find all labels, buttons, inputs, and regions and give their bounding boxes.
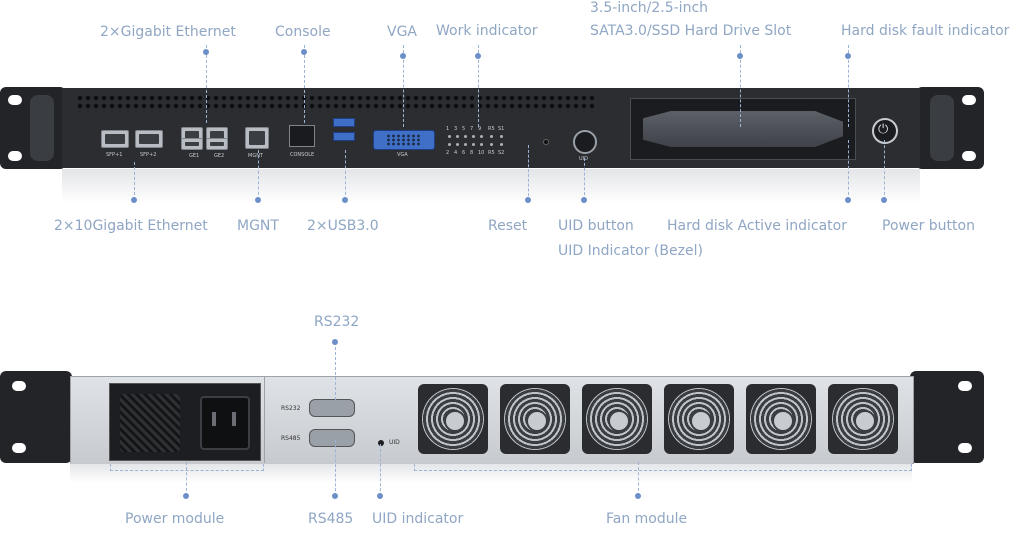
rs232-port[interactable] [309,399,355,417]
hdd-slot[interactable] [630,98,856,160]
front-right-rack-ear [916,87,984,169]
fan-2 [500,384,570,454]
usb-port-2[interactable] [333,132,355,141]
rs232-text: RS232 [281,405,301,412]
uid-button[interactable] [573,130,597,154]
ge-port-4[interactable] [206,138,228,150]
mgnt-text: MGNT [248,153,263,159]
front-vent [76,94,596,112]
label-fan-module: Fan module [606,511,688,527]
ge2-text: GE2 [214,153,225,159]
label-vga: VGA [387,24,418,40]
hdd-tray[interactable] [643,111,843,147]
rear-left-rack-ear [0,371,72,463]
sfp-port-2[interactable] [135,130,163,148]
label-mgnt: MGNT [237,218,279,234]
psu-divider [264,377,265,463]
rs485-text: RS485 [281,435,301,442]
uid-text: UID [579,156,588,162]
label-power-button: Power button [882,218,975,234]
mgnt-port[interactable] [245,127,269,149]
front-left-rack-ear [0,87,66,169]
fan-4 [664,384,734,454]
label-uid-button: UID button [558,218,634,234]
label-hdd-fault: Hard disk fault indicator [841,23,1010,39]
power-module[interactable] [109,383,261,461]
vga-text: VGA [397,152,408,158]
label-ten-gig: 2×10Gigabit Ethernet [54,218,208,234]
label-drive-slot-line2: SATA3.0/SSD Hard Drive Slot [590,23,792,39]
rear-reflection [70,463,912,483]
label-power-module: Power module [125,511,225,527]
rear-right-rack-ear [910,371,984,463]
psu-bracket [110,464,264,471]
fan-3 [582,384,652,454]
fan-bracket [414,464,912,471]
label-usb: 2×USB3.0 [307,218,379,234]
label-console: Console [275,24,331,40]
label-gigabit-ethernet: 2×Gigabit Ethernet [100,24,236,40]
power-inlet[interactable] [200,396,250,450]
label-hdd-active: Hard disk Active indicator [667,218,847,234]
reset-pinhole[interactable] [543,139,549,145]
rear-uid-led [378,440,384,446]
ge-port-3[interactable] [181,138,203,150]
sfp2-text: SFP+2 [140,152,157,158]
console-text: CONSOLE [290,152,315,158]
sfp1-text: SFP+1 [106,152,123,158]
sfp-port-1[interactable] [101,130,129,148]
rs485-port[interactable] [309,429,355,447]
vga-port[interactable] [373,130,435,150]
usb-port-1[interactable] [333,118,355,127]
fan-5 [746,384,816,454]
label-rs485: RS485 [308,511,354,527]
fan-1 [418,384,488,454]
front-reflection [62,169,920,203]
psu-fan-grill [120,394,180,452]
label-uid-indicator: UID indicator [372,511,464,527]
power-button[interactable]: ⏻ [872,118,898,144]
ge1-text: GE1 [189,153,200,159]
fan-6 [828,384,898,454]
power-icon: ⏻ [878,122,889,137]
label-reset: Reset [488,218,528,234]
rear-uid-text: UID [389,439,400,446]
console-port[interactable] [289,125,315,147]
label-rs232: RS232 [314,314,360,330]
label-work-indicator: Work indicator [436,23,538,39]
label-drive-slot-line1: 3.5-inch/2.5-inch [590,0,709,16]
label-uid-indicator-bezel: UID Indicator (Bezel) [558,243,703,259]
